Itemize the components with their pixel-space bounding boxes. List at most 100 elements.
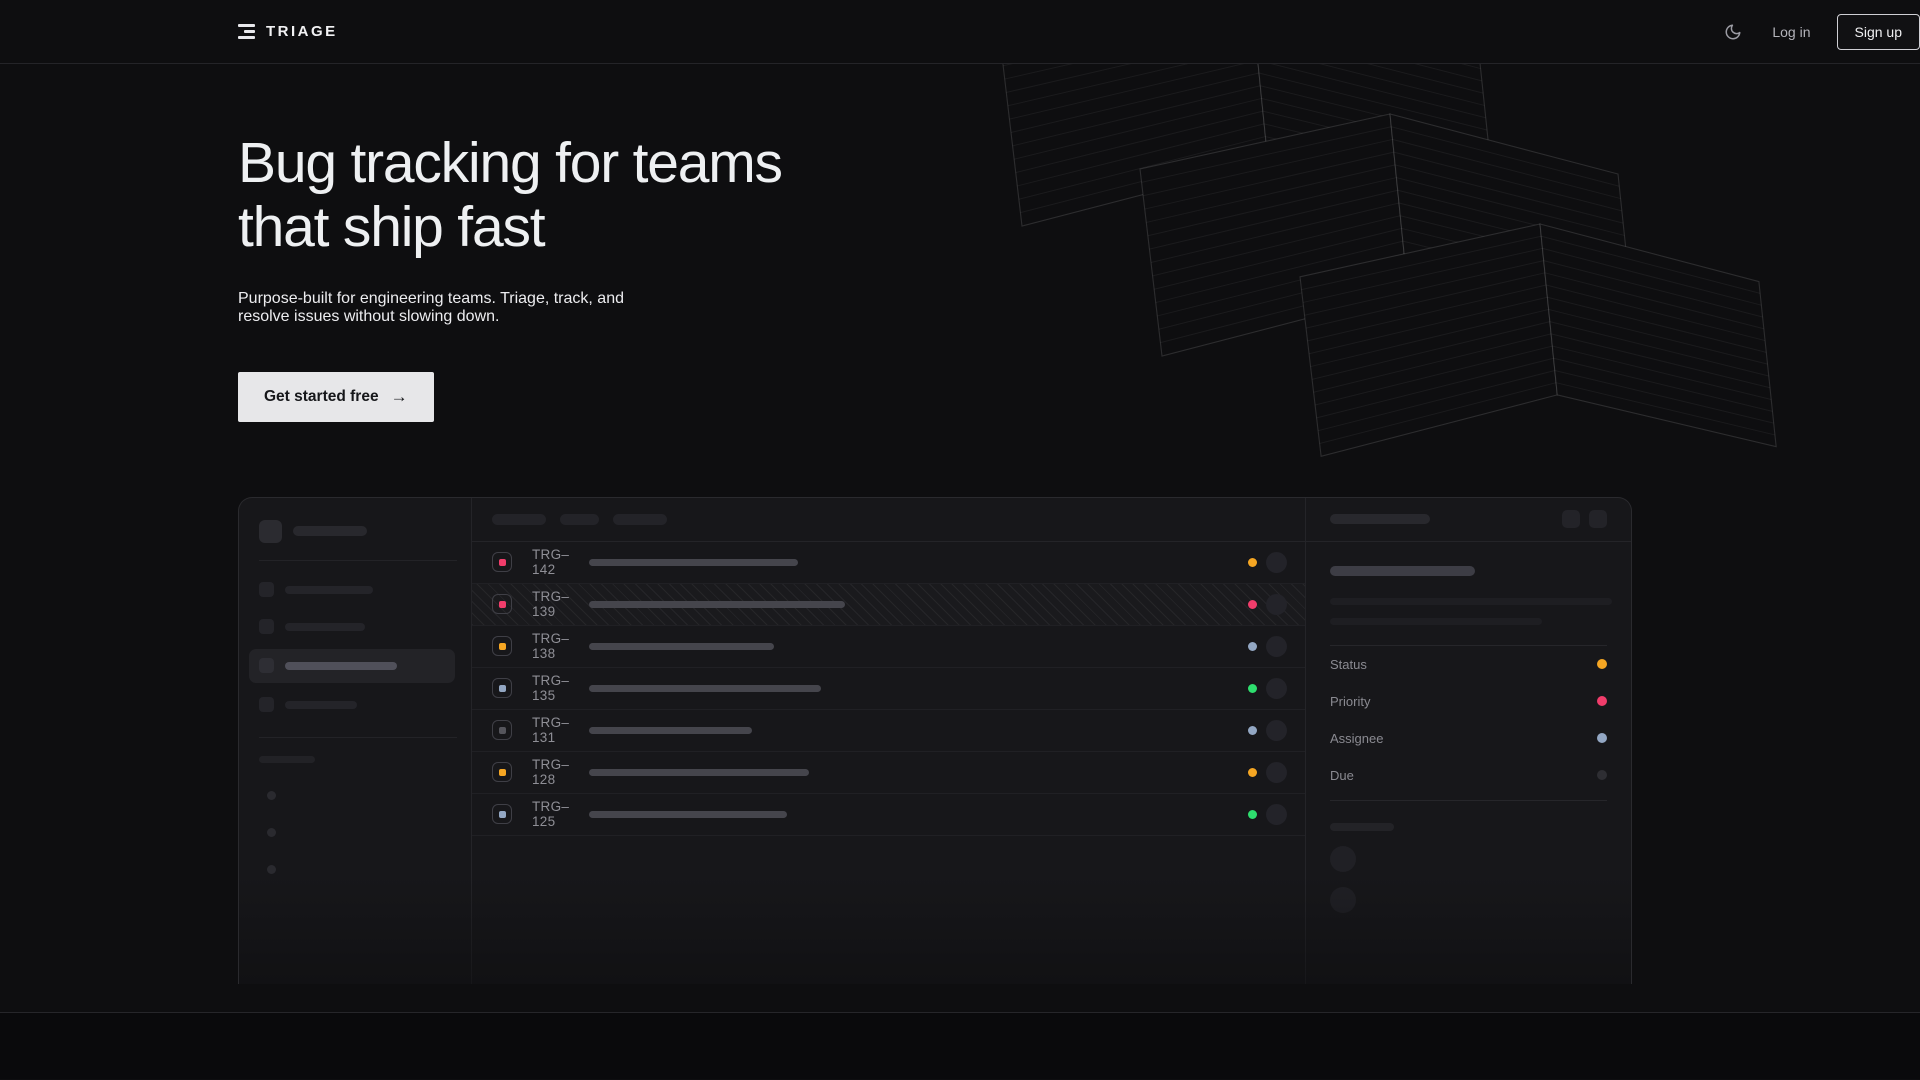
assignee-avatar-skeleton (1266, 593, 1287, 615)
avatar-skeleton (1330, 886, 1356, 913)
issue-title-skeleton (589, 600, 845, 608)
signup-button[interactable]: Sign up (1836, 13, 1920, 50)
panel-header (1306, 498, 1631, 542)
skeleton-icon (259, 658, 274, 674)
issue-type-icon (492, 552, 512, 573)
assignee-avatar-skeleton (1266, 803, 1287, 825)
footer (0, 1013, 1920, 1079)
panel-field-row: Status (1330, 646, 1607, 683)
skeleton-bar (285, 622, 365, 631)
issue-title-skeleton (589, 768, 809, 776)
brand-logo[interactable]: TRIAGE (238, 23, 338, 40)
hero-subtitle-line1: Purpose-built for engineering teams. Tri… (238, 289, 624, 307)
issue-id: TRG–135 (532, 673, 570, 704)
skeleton-bar (1330, 597, 1612, 605)
status-dot (1248, 557, 1257, 567)
issue-row: TRG–131 (472, 710, 1305, 752)
issue-id: TRG–128 (532, 757, 570, 788)
issue-title-skeleton (589, 810, 787, 818)
list-header (472, 498, 1305, 542)
skeleton-dot (267, 790, 276, 800)
mockup-sidebar (239, 497, 472, 984)
field-value-dot (1597, 696, 1607, 707)
issue-row: TRG–125 (472, 794, 1305, 836)
issue-title-skeleton (589, 684, 821, 692)
divider (259, 736, 457, 738)
issue-meta (1248, 551, 1287, 573)
status-dot (1248, 809, 1257, 819)
issue-row: TRG–139 (472, 583, 1305, 626)
workspace-row (259, 519, 455, 543)
skeleton-dot (267, 827, 276, 837)
issue-row: TRG–138 (472, 626, 1305, 668)
skeleton-bar (1330, 617, 1542, 625)
triage-bars-icon (238, 24, 255, 39)
filter-pill-skeleton (613, 513, 667, 525)
issue-meta (1248, 593, 1287, 615)
arrow-right-icon: → (390, 386, 408, 406)
issue-title-skeleton (589, 726, 752, 734)
avatar-skeleton (1330, 845, 1356, 872)
issue-meta (1248, 719, 1287, 741)
field-list: Status Priority Assignee Due (1330, 646, 1607, 794)
issue-title-skeleton (589, 558, 798, 566)
issue-title-skeleton (1330, 565, 1475, 576)
panel-field-row: Priority (1330, 683, 1607, 720)
issue-id: TRG–131 (532, 715, 570, 746)
hero-title-line2: that ship fast (238, 194, 546, 259)
issue-row: TRG–135 (472, 668, 1305, 710)
issue-type-icon (492, 804, 512, 825)
nav-actions: Log in Sign up (1720, 13, 1920, 50)
issue-type-icon (492, 594, 512, 615)
field-value-dot (1597, 770, 1607, 781)
status-dot (1248, 767, 1257, 777)
issue-title-skeleton (589, 642, 774, 650)
filter-pill-skeleton (492, 513, 546, 525)
assignee-avatar-skeleton (1266, 677, 1287, 699)
issue-row: TRG–142 (472, 542, 1305, 584)
sidebar-item-skeleton-active (249, 648, 455, 683)
field-label: Priority (1330, 693, 1371, 709)
get-started-label: Get started free (264, 387, 379, 405)
issue-list-pane: TRG–142 TRG–139 TRG–138 TRG–135 (472, 498, 1305, 984)
top-nav: TRIAGE Log in Sign up (0, 0, 1920, 64)
moon-icon (1725, 24, 1741, 39)
issue-type-icon (492, 636, 512, 657)
skeleton-bar (285, 585, 373, 594)
skeleton-icon (259, 697, 274, 713)
login-link[interactable]: Log in (1772, 23, 1811, 40)
skeleton-dot (267, 864, 276, 874)
issue-id: TRG–139 (532, 589, 570, 620)
assignee-avatar-skeleton (1266, 719, 1287, 741)
issue-meta (1248, 677, 1287, 699)
issue-type-icon (492, 678, 512, 699)
detail-panel: Status Priority Assignee Due (1305, 497, 1631, 984)
skeleton-bar (1330, 514, 1430, 525)
issue-type-icon (492, 762, 512, 783)
divider (1330, 799, 1607, 801)
workspace-avatar-skeleton (259, 519, 282, 543)
theme-toggle-button[interactable] (1720, 19, 1746, 45)
skeleton-bar (285, 700, 357, 709)
issue-list: TRG–142 TRG–139 TRG–138 TRG–135 (472, 542, 1305, 836)
status-dot (1248, 725, 1257, 735)
field-value-dot (1597, 733, 1607, 744)
panel-button-skeleton (1562, 510, 1580, 529)
get-started-button[interactable]: Get started free → (238, 371, 434, 422)
issue-meta (1248, 803, 1287, 825)
field-label: Assignee (1330, 730, 1384, 746)
assignee-avatar-skeleton (1266, 761, 1287, 783)
issue-meta (1248, 635, 1287, 657)
hero-section: Bug tracking for teams that ship fast Pu… (0, 64, 1920, 1013)
assignee-avatar-skeleton (1266, 635, 1287, 657)
field-label: Due (1330, 767, 1354, 783)
issue-description-skeleton (1330, 597, 1612, 625)
app-mockup-window: TRG–142 TRG–139 TRG–138 TRG–135 (238, 496, 1632, 984)
skeleton-icon (259, 619, 274, 635)
skeleton-icon (259, 582, 274, 598)
status-dot (1248, 599, 1257, 609)
hero-title: Bug tracking for teams that ship fast (238, 131, 1634, 260)
panel-field-row: Due (1330, 757, 1607, 794)
skeleton-bar (285, 661, 397, 670)
section-label-skeleton (259, 755, 315, 763)
